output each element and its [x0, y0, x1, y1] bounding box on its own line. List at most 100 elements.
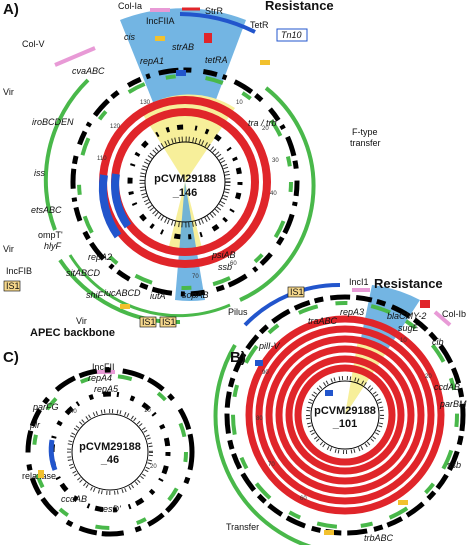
plasmid-a-name-line2: _146 [172, 187, 197, 199]
label-shif: shiF [86, 290, 104, 300]
is1-box-a1 [3, 280, 21, 292]
marker-yellow-a1 [155, 36, 165, 41]
marker-blue-b1 [325, 390, 333, 396]
apec-backbone-title: APEC backbone [30, 327, 115, 339]
label-pilus: Pilus [228, 307, 248, 317]
b-red-ring-6 [294, 364, 396, 466]
label-iuta: iutA [150, 291, 166, 301]
gene-ring-outer-green [77, 74, 293, 290]
label-col-ia: Col-Ia [118, 1, 142, 11]
marker-blue-a1 [176, 70, 186, 76]
b-gene-ring [224, 294, 466, 536]
marker-yellow-a3 [120, 304, 130, 309]
tick-c-40: 40 [70, 409, 77, 415]
vir-arc-left [43, 78, 90, 231]
label-vir-3: Vir [76, 316, 87, 326]
resistance-title-a: Resistance [265, 0, 334, 13]
label-sitabcd: sitABCD [66, 268, 101, 278]
resistance-title-b: Resistance [374, 276, 443, 291]
label-transfer: transfer [350, 138, 381, 148]
panel-a: pCVM29188 _146 130 120 110 10 20 30 40 6… [3, 0, 381, 339]
label-cib: cib [432, 337, 444, 347]
label-ccdab-c: ccdAB [61, 494, 87, 504]
label-cis: cis [124, 32, 135, 42]
b-transfer-arc [213, 343, 312, 545]
b-green-ring [231, 301, 459, 529]
label-trbabc: trbABC [364, 533, 394, 543]
gc-ring-noise [139, 136, 231, 228]
colv-arc [54, 46, 96, 67]
panel-label-b: B) [230, 349, 246, 366]
label-traabc: traABC [308, 316, 338, 326]
tick-a-110: 110 [97, 156, 107, 162]
tick-a-20: 20 [262, 126, 269, 132]
label-transfer-b: Transfer [226, 522, 259, 532]
marker-yellow-a2 [260, 60, 270, 65]
marker-yellow-b1 [398, 500, 408, 505]
plasmid-b-name-line2: _101 [332, 418, 357, 430]
label-cvaabc: cvaABC [72, 66, 105, 76]
label-sopab: sopAB [182, 290, 209, 300]
label-pili-v: pilI-V [258, 341, 281, 351]
tick-a-130: 130 [140, 100, 151, 106]
panel-c: pCVM29188 _46 10 20 40 C) IncFII repA4 r… [3, 349, 195, 537]
c-gc-noise [67, 409, 153, 495]
tick-b-60: 60 [300, 496, 307, 502]
label-tn10: Tn10 [281, 30, 302, 40]
tick-a-10: 10 [236, 100, 243, 106]
label-parbm: parBM [439, 399, 467, 409]
is1-box-b [287, 286, 305, 298]
marker-yellow-b2 [324, 530, 334, 535]
plasmid-b-name-line1: pCVM29188 [314, 405, 376, 417]
label-tetra: tetRA [205, 55, 228, 65]
label-blacmy2: blaCMY-2 [387, 311, 426, 321]
panel-label-a: A) [3, 1, 19, 18]
tick-a-40: 40 [270, 191, 277, 197]
gc-ring [144, 141, 226, 223]
c-inner-ring [71, 413, 149, 491]
marker-red-a1 [204, 33, 212, 43]
label-resd: resD' [100, 504, 121, 514]
label-strab: strAB [172, 42, 194, 52]
b-colib-arc [433, 310, 452, 327]
label-iucabcd: iucABCD [104, 288, 141, 298]
c-blue-seg [48, 439, 58, 471]
label-repa4: repA4 [88, 373, 112, 383]
blue-sector-wedge-bottom [175, 182, 205, 301]
plasmid-c-name-line2: _46 [100, 454, 119, 466]
b-inner-ring [310, 380, 380, 450]
marker-yellow-c1 [38, 470, 44, 478]
is1-box-a3 [159, 316, 177, 328]
is1-label-a1: IS1 [6, 281, 20, 291]
backbone-arc [68, 254, 231, 318]
label-hlyf: hlyF [44, 241, 62, 251]
label-plr: plr [29, 420, 41, 430]
label-incfib: IncFIB [6, 266, 32, 276]
label-ompt: ompT' [38, 230, 63, 240]
b-red-ring-3 [265, 335, 425, 495]
c-gene-ring [25, 367, 195, 537]
is1-label-a2: IS1 [142, 317, 156, 327]
tick-b-80: 80 [256, 416, 263, 422]
gene-markers [38, 33, 430, 535]
blue-segment-b [111, 173, 132, 229]
label-repa2: repA2 [88, 252, 112, 262]
b-red-ring-2 [255, 325, 435, 505]
label-repa5: repA5 [94, 384, 119, 394]
marker-blue-b2 [255, 360, 263, 366]
label-vir-2: Vir [3, 244, 14, 254]
tick-a-120: 120 [110, 124, 121, 130]
label-tetr: TetR [250, 20, 269, 30]
tick-a-30: 30 [272, 158, 279, 164]
panel-b: pCVM29188 _101 10 20 90 80 70 60 B) Resi… [213, 276, 467, 545]
b-gc-noise [306, 376, 384, 454]
label-strr: StrR [205, 6, 224, 16]
label-tra-trb: tra / trb [248, 118, 277, 128]
label-inci1: IncI1 [349, 277, 369, 287]
label-suge: sugE [398, 323, 420, 333]
label-iss: iss [34, 168, 45, 178]
label-ssb-b: ssb [447, 460, 461, 470]
is1-label-b: IS1 [290, 287, 304, 297]
